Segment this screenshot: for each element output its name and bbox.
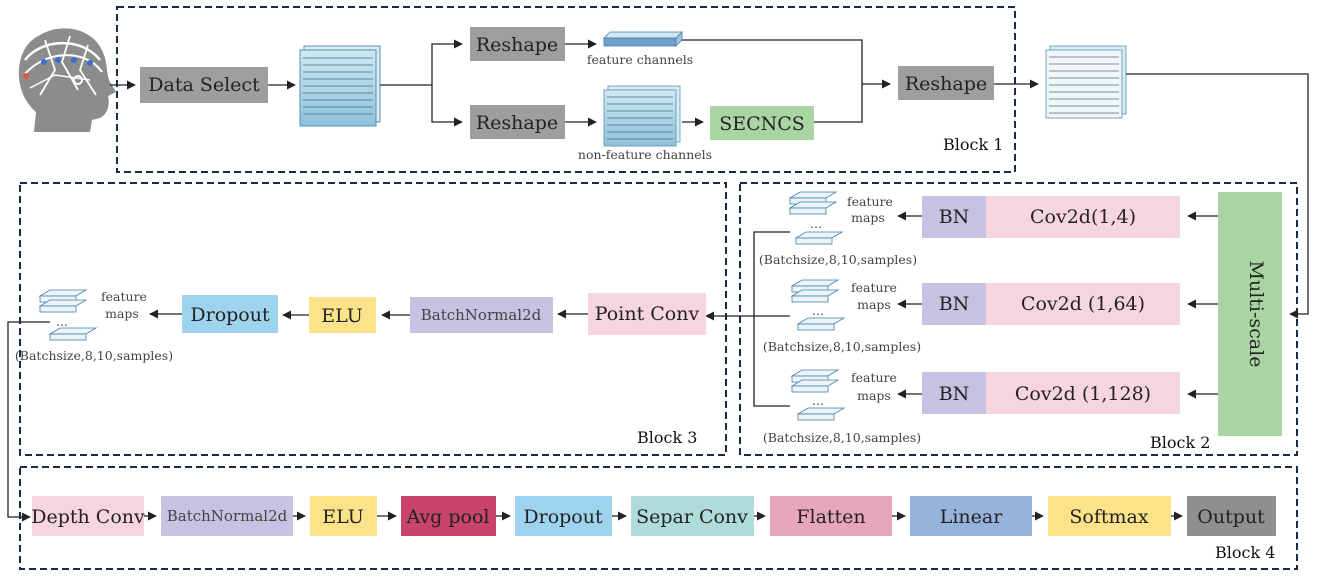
conv-1-64-box [986, 283, 1180, 325]
softmax-label: Softmax [1069, 506, 1148, 528]
block2-row-3: Cov2d (1,128) BN ... feature maps (Batch… [763, 369, 1218, 445]
bn-3-label: BN [939, 383, 970, 405]
shape-text-1: (Batchsize,8,10,samples) [759, 252, 917, 267]
secncs-box [710, 106, 814, 140]
reshape-bottom-box [470, 105, 565, 139]
bn-2-label: BN [939, 293, 970, 315]
depth-conv-box [32, 496, 144, 536]
feature-text-block3: feature [101, 289, 147, 304]
maps-text-3: maps [857, 388, 891, 403]
secncs-label: SECNCS [719, 113, 805, 135]
linear-label: Linear [940, 506, 1004, 528]
feature-maps-stack-3 [790, 369, 846, 421]
reshape-top-label: Reshape [476, 34, 558, 56]
avg-pool-label: Avg pool [405, 506, 489, 528]
maps-text-1: maps [851, 210, 885, 225]
eeg-data-stack [299, 45, 381, 127]
conv-1-4-label: Cov2d(1,4) [1030, 206, 1136, 228]
output-box [1187, 496, 1276, 536]
depth-conv-label: Depth Conv [31, 506, 145, 528]
feature-text-3: feature [851, 370, 897, 385]
bn-2-box [922, 283, 986, 325]
feature-maps-ellipsis-1: ... [810, 216, 822, 231]
feature-maps-ellipsis-3: ... [812, 393, 824, 408]
conv-1-4-box [986, 196, 1180, 238]
feature-maps-stack-2 [790, 279, 846, 331]
feature-maps-ellipsis-block3: ... [56, 314, 68, 329]
elu-label-block4: ELU [322, 506, 363, 528]
conv-1-64-label: Cov2d (1,64) [1021, 293, 1145, 315]
block3-label: Block 3 [637, 428, 697, 447]
output-label: Output [1197, 506, 1265, 528]
shape-text-3: (Batchsize,8,10,samples) [763, 430, 921, 445]
data-select-label: Data Select [148, 74, 260, 96]
multiscale-box [1218, 192, 1282, 436]
block2-merge-bracket [753, 231, 790, 407]
block3-frame [19, 182, 727, 456]
point-conv-label: Point Conv [595, 303, 700, 325]
feature-text-2: feature [851, 280, 897, 295]
linear-box [910, 496, 1032, 536]
flatten-box [770, 496, 892, 536]
block1-label: Block 1 [943, 135, 1003, 154]
block4-frame [19, 466, 1298, 570]
block2-frame [739, 182, 1298, 456]
batchnorm-label-block4: BatchNormal2d [167, 507, 288, 525]
bn-1-box [922, 196, 986, 238]
reshape-top-box [470, 27, 565, 61]
feature-text-1: feature [847, 194, 893, 209]
maps-text-block3: maps [105, 306, 139, 321]
separ-conv-box [631, 496, 754, 536]
block2-label: Block 2 [1150, 433, 1210, 452]
feature-maps-stack-block3 [38, 289, 98, 341]
flatten-label: Flatten [796, 506, 865, 528]
batchnorm-box [410, 297, 553, 333]
feature-channels-stack [603, 31, 683, 47]
elu-box-block3 [309, 297, 376, 333]
block1-frame [116, 6, 1016, 173]
point-conv-box [588, 293, 706, 335]
block3-to-block4-connector [7, 321, 50, 522]
separ-conv-label: Separ Conv [636, 506, 748, 528]
batchnorm-label: BatchNormal2d [421, 306, 542, 324]
data-select-box [140, 67, 268, 103]
block2-row-2: Cov2d (1,64) BN ... feature maps (Batchs… [763, 279, 1218, 354]
reshaped-data-stack [1045, 45, 1127, 119]
shape-text-block3: (Batchsize,8,10,samples) [15, 348, 173, 363]
reshape-right-label: Reshape [905, 73, 987, 95]
conv-1-128-label: Cov2d (1,128) [1015, 383, 1151, 405]
softmax-box [1048, 496, 1171, 536]
conv-1-128-box [986, 372, 1180, 414]
dropout-box-block4 [515, 496, 612, 536]
avg-pool-box [401, 496, 496, 536]
maps-text-2: maps [857, 297, 891, 312]
shape-text-2: (Batchsize,8,10,samples) [763, 339, 921, 354]
elu-label-block3: ELU [321, 305, 362, 327]
brain-head-icon [18, 28, 116, 132]
block4-pipeline: Depth Conv BatchNormal2d ELU Avg pool Dr… [31, 496, 1276, 536]
feature-maps-ellipsis-2: ... [812, 303, 824, 318]
dropout-label-block4: Dropout [523, 506, 603, 528]
dropout-label-block3: Dropout [190, 304, 270, 326]
feature-maps-stack-1 [788, 191, 844, 245]
elu-box-block4 [310, 496, 377, 536]
batchnorm-box-block4 [161, 496, 293, 536]
non-feature-channels-stack [603, 85, 681, 147]
non-feature-channels-label: non-feature channels [578, 147, 712, 162]
bn-1-label: BN [939, 206, 970, 228]
reshape-bottom-label: Reshape [476, 112, 558, 134]
block4-label: Block 4 [1215, 543, 1275, 562]
dropout-box-block3 [182, 295, 278, 333]
bn-3-box [922, 372, 986, 414]
feature-channels-label: feature channels [587, 52, 693, 67]
block2-row-1: Cov2d(1,4) BN ... feature maps (Batchsiz… [759, 191, 1218, 267]
reshape-right-box [898, 66, 994, 100]
multiscale-label: Multi-scale [1245, 261, 1267, 368]
